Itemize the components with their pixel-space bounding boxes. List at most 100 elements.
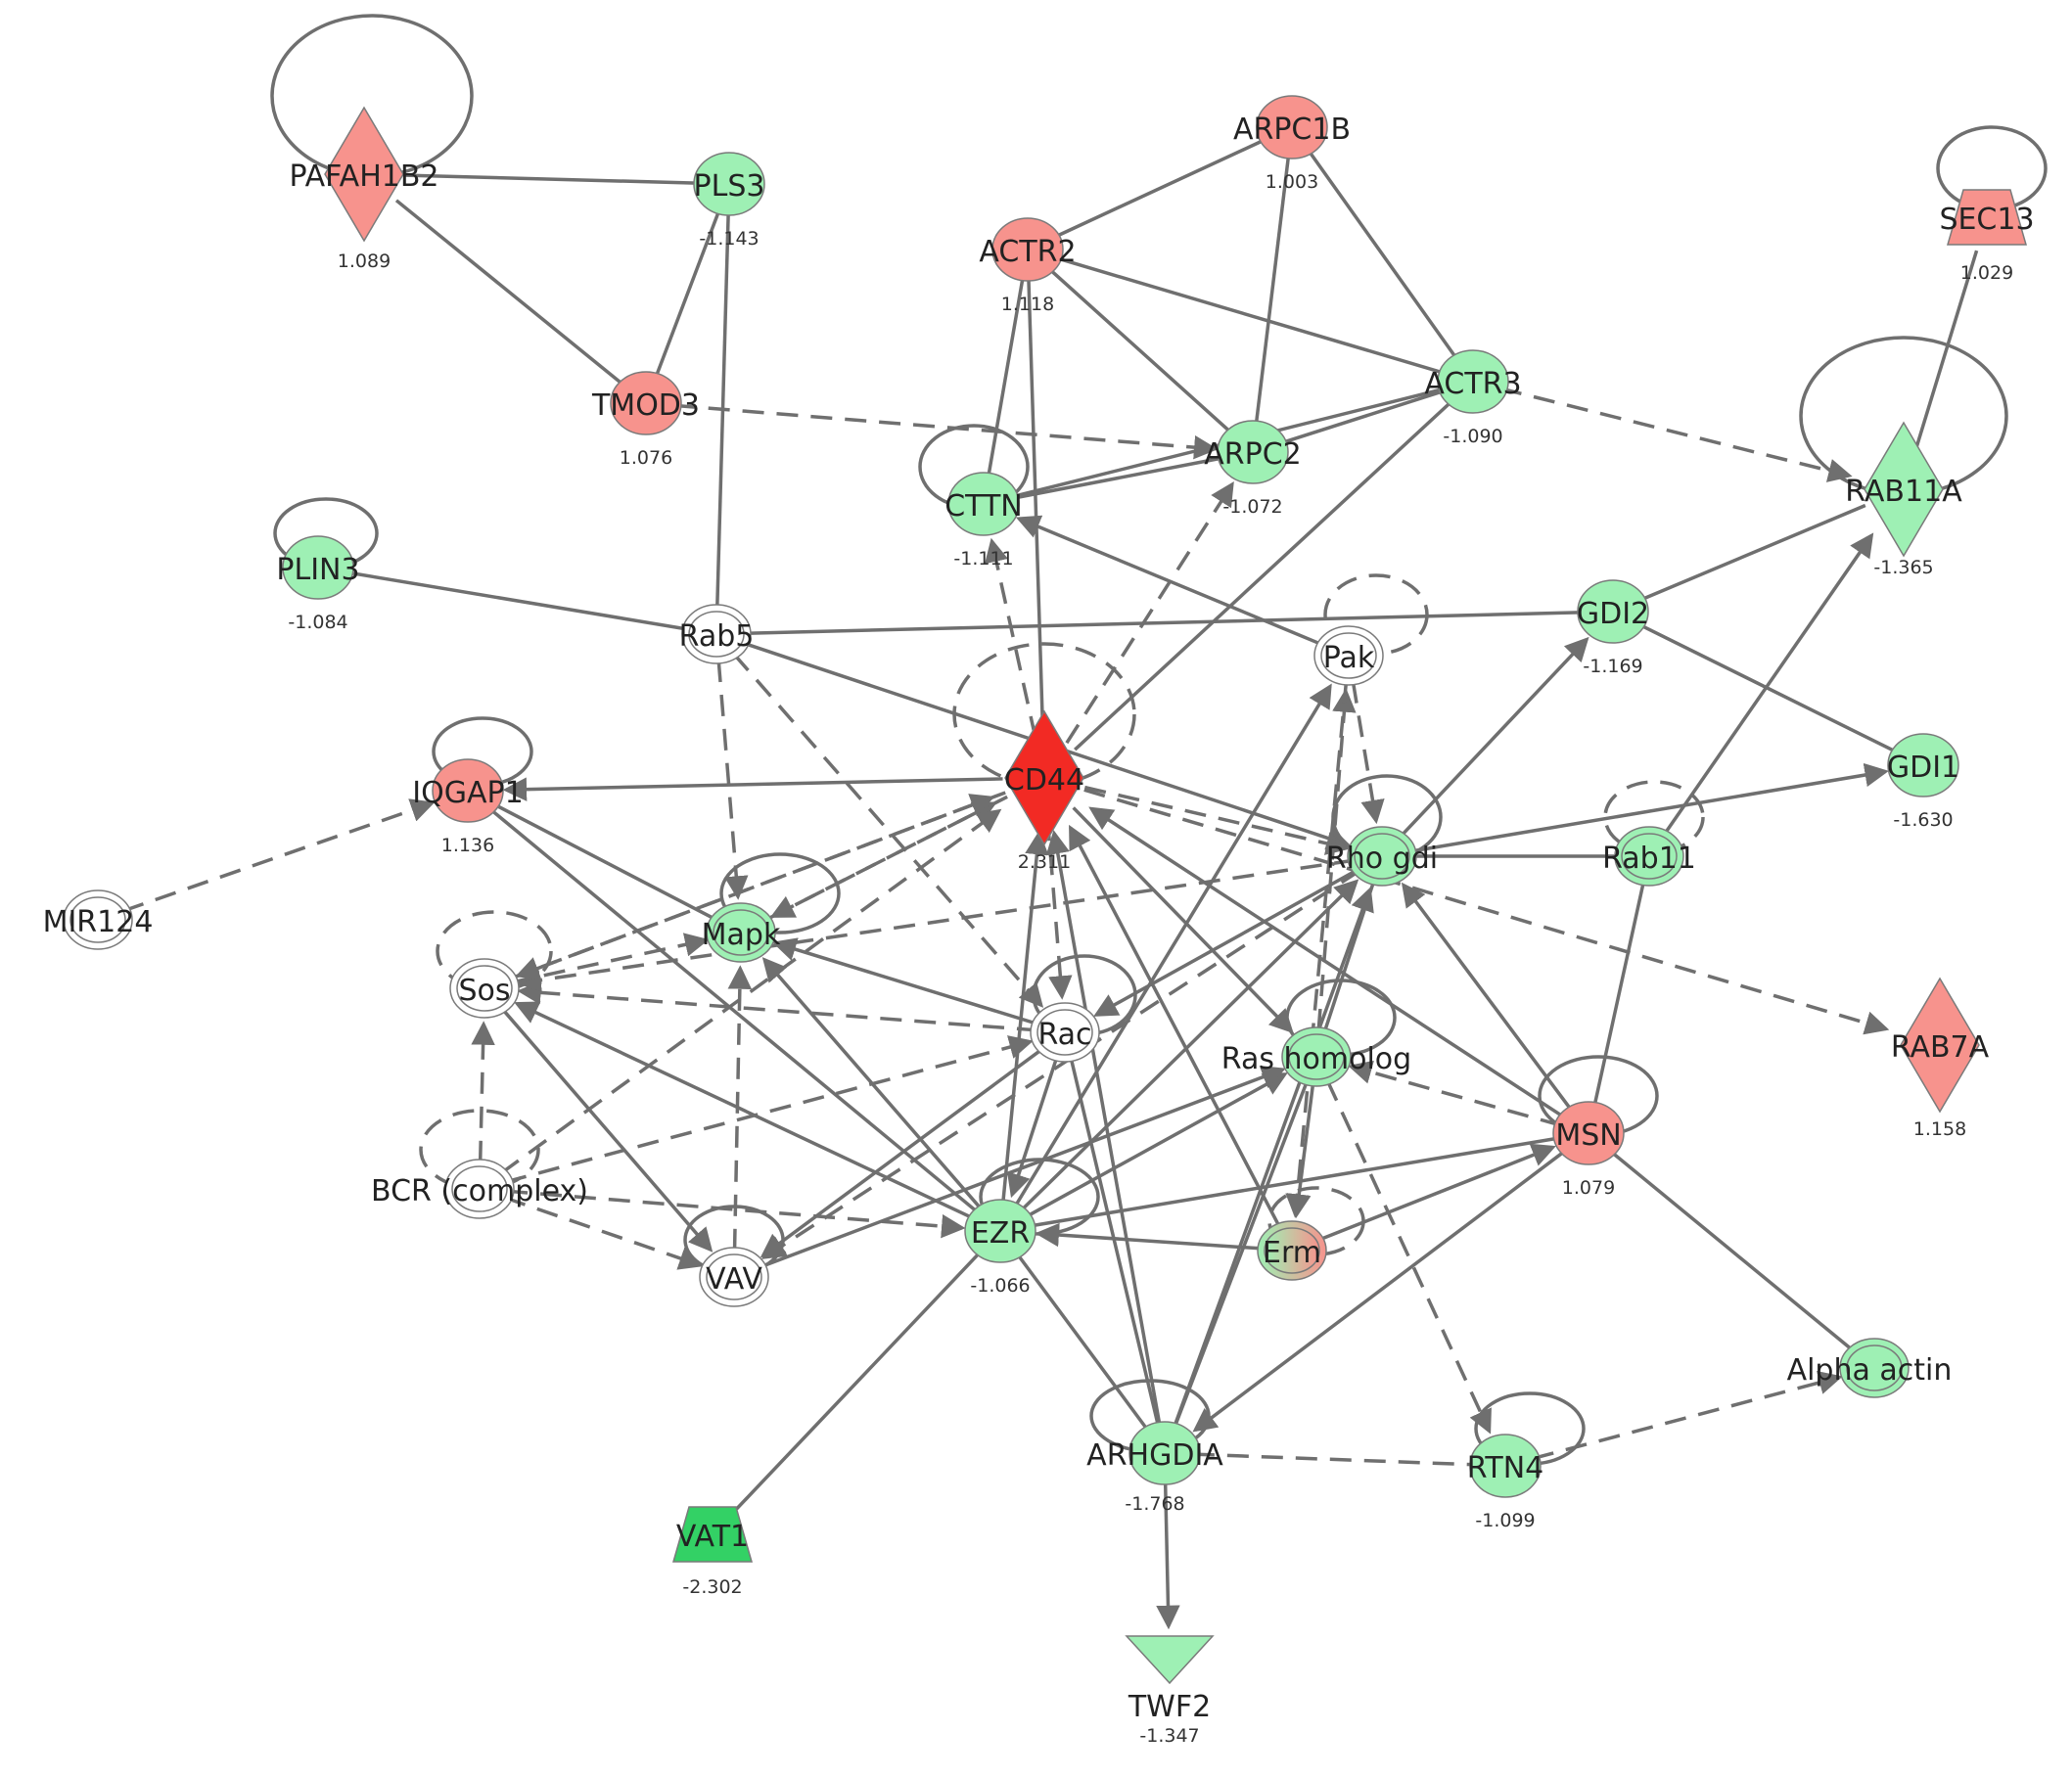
node-label: CD44 bbox=[1004, 763, 1084, 797]
node-value: -1.630 bbox=[1893, 809, 1953, 831]
node-rab11a[interactable]: RAB11A-1.365 bbox=[1845, 421, 1962, 578]
node-rhogdi[interactable]: Rho gdi bbox=[1326, 826, 1438, 887]
edge-rhogdi-gdi2 bbox=[1399, 636, 1589, 839]
edge-arpc1b-actr3 bbox=[1307, 149, 1458, 360]
edge-erm-ezr bbox=[1035, 1222, 1266, 1251]
node-vav[interactable]: VAV bbox=[699, 1247, 769, 1307]
node-gdi1[interactable]: GDI1-1.630 bbox=[1887, 733, 1959, 831]
edge-arpc2-cttn bbox=[1011, 455, 1225, 501]
edge-actr3-arpc2 bbox=[1278, 388, 1448, 445]
node-label: TWF2 bbox=[1128, 1690, 1211, 1724]
edge-layer bbox=[122, 137, 1979, 1630]
edge-gdi2-rab11a bbox=[1637, 503, 1866, 603]
node-erm[interactable]: Erm bbox=[1257, 1220, 1327, 1281]
node-shape bbox=[672, 1506, 753, 1563]
node-ezr[interactable]: EZR -1.066 bbox=[964, 1199, 1036, 1297]
node-label: ARPC2 bbox=[1204, 437, 1302, 472]
node-cttn[interactable]: CTTN-1.111 bbox=[944, 472, 1023, 570]
edge-bcr-vav bbox=[504, 1196, 704, 1270]
node-value: -1.066 bbox=[970, 1275, 1030, 1297]
node-shape bbox=[1469, 1434, 1542, 1498]
node-value: -1.084 bbox=[288, 612, 347, 633]
node-actr3[interactable]: ACTR3-1.090 bbox=[1424, 349, 1522, 447]
edge-bcr-rac bbox=[504, 1035, 1034, 1184]
node-arpc2[interactable]: ARPC2-1.072 bbox=[1204, 420, 1302, 518]
node-pls3[interactable]: PLS3-1.143 bbox=[693, 152, 765, 250]
edge-arhgdia-twf2 bbox=[1156, 1481, 1180, 1630]
node-rab5[interactable]: Rab5 bbox=[679, 604, 755, 664]
node-pak[interactable]: Pak bbox=[1313, 625, 1384, 686]
node-arhgdia[interactable]: ARHGDIA-1.768 bbox=[1086, 1421, 1223, 1515]
node-label: Erm bbox=[1263, 1236, 1321, 1270]
node-value: -1.768 bbox=[1125, 1493, 1184, 1515]
node-rac[interactable]: Rac bbox=[1030, 1002, 1100, 1063]
node-label: Rab11 bbox=[1602, 842, 1696, 876]
node-shape bbox=[1621, 833, 1678, 880]
edge-mapk-cd44 bbox=[763, 801, 997, 923]
edge-cd44-sos bbox=[515, 791, 1006, 980]
node-vat1[interactable]: VAT1-2.302 bbox=[672, 1506, 753, 1598]
node-label: EZR bbox=[971, 1216, 1030, 1251]
node-value: -1.365 bbox=[1873, 557, 1933, 578]
edge-iqgap1-mapk bbox=[491, 801, 718, 923]
node-plin3[interactable]: PLIN3 -1.084 bbox=[276, 535, 360, 633]
node-rab11[interactable]: Rab11 bbox=[1602, 826, 1696, 887]
edge-arhgdia-cd44 bbox=[1045, 830, 1162, 1426]
node-label: CTTN bbox=[944, 489, 1023, 524]
node-mir124[interactable]: MIR124 bbox=[43, 889, 154, 950]
node-alphaactin[interactable]: Alpha actin bbox=[1787, 1338, 1953, 1398]
self-loop-rab11 bbox=[1603, 780, 1705, 854]
node-shape bbox=[1125, 1635, 1215, 1685]
edge-rac-mapk bbox=[771, 937, 1040, 1026]
node-shape bbox=[1900, 977, 1980, 1114]
node-label: Alpha actin bbox=[1787, 1353, 1953, 1388]
node-shape bbox=[688, 611, 745, 658]
edge-rac-sos bbox=[517, 980, 1039, 1032]
edge-msn-alphaactin bbox=[1609, 1149, 1856, 1353]
node-shape bbox=[1552, 1101, 1625, 1165]
node-label: IQGAP1 bbox=[412, 776, 523, 810]
node-shape bbox=[282, 535, 354, 600]
node-label: PLIN3 bbox=[276, 553, 359, 587]
node-mapk[interactable]: Mapk bbox=[702, 902, 781, 963]
node-shape bbox=[1217, 420, 1289, 484]
edge-actr3-cd44 bbox=[1074, 399, 1453, 752]
edge-rab11-rab11a bbox=[1663, 532, 1874, 836]
node-shape bbox=[713, 909, 769, 956]
edge-pafah1b2-pls3 bbox=[405, 173, 702, 185]
edge-pak-erm bbox=[1285, 681, 1349, 1218]
node-label: Rab5 bbox=[679, 619, 755, 654]
edge-tmod3-arpc2 bbox=[673, 403, 1219, 460]
node-rashomolog[interactable]: Ras homolog bbox=[1221, 1026, 1411, 1087]
node-label: Ras homolog bbox=[1221, 1042, 1411, 1076]
edge-pls3-tmod3 bbox=[654, 209, 721, 378]
node-label: PLS3 bbox=[694, 169, 765, 204]
node-twf2[interactable]: TWF2-1.347 bbox=[1125, 1635, 1215, 1747]
node-shape bbox=[69, 896, 126, 943]
node-value: 1.079 bbox=[1562, 1177, 1615, 1199]
node-gdi2[interactable]: GDI2-1.169 bbox=[1577, 579, 1649, 677]
edge-cd44-rab7a bbox=[1083, 788, 1890, 1035]
edge-sos-cd44 bbox=[508, 794, 995, 981]
node-value: 1.076 bbox=[620, 447, 672, 469]
node-shape bbox=[1004, 709, 1084, 846]
node-rtn4[interactable]: RTN4-1.099 bbox=[1467, 1434, 1544, 1531]
edge-rashomolog-erm bbox=[1287, 1082, 1315, 1218]
node-bcr[interactable]: BCR (complex) bbox=[371, 1159, 588, 1219]
edge-vav-mapk bbox=[727, 965, 753, 1251]
node-value: 1.029 bbox=[1960, 262, 2013, 284]
node-shape bbox=[610, 371, 682, 435]
edge-ezr-rhogdi bbox=[1019, 879, 1359, 1212]
node-label: BCR (complex) bbox=[371, 1174, 588, 1208]
node-value: 1.003 bbox=[1266, 171, 1318, 193]
node-sos[interactable]: Sos bbox=[449, 958, 520, 1019]
